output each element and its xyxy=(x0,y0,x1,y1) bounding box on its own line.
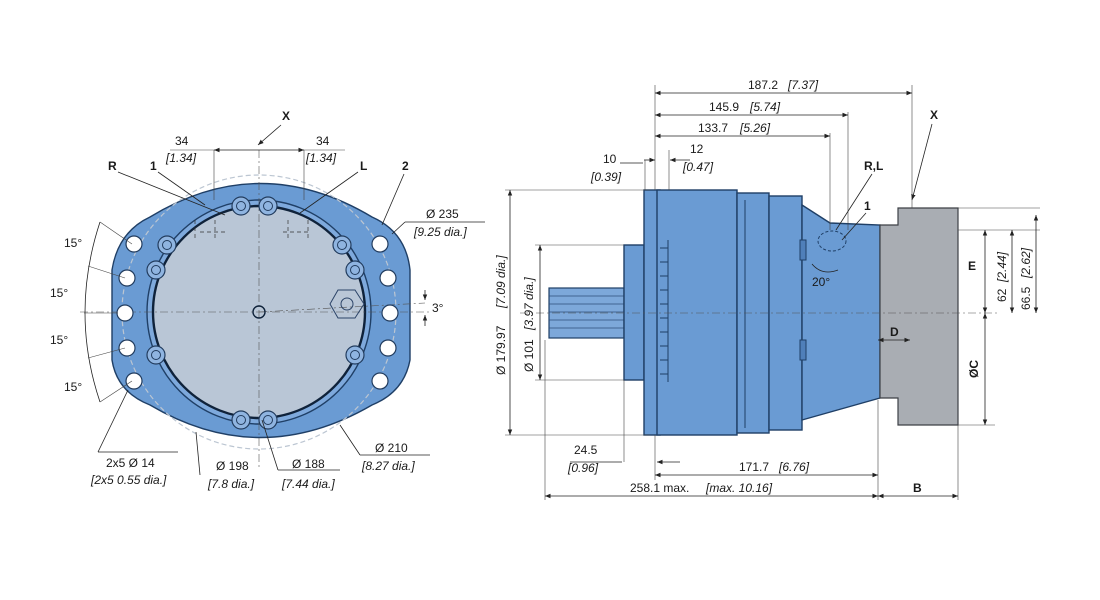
dim-34-right: 34 xyxy=(316,134,330,148)
bolt xyxy=(258,196,278,216)
tilt-angle-label: 3° xyxy=(432,301,444,315)
angle-arc xyxy=(84,221,101,403)
pilot-boss xyxy=(623,244,645,381)
dia-235-label: Ø 235 xyxy=(426,207,459,221)
port-hex xyxy=(329,289,365,319)
mounting-hole xyxy=(371,372,389,390)
inner-bolts xyxy=(146,196,365,430)
dim-66-inch: [2.62] xyxy=(1019,247,1033,279)
center-mark xyxy=(252,305,266,319)
dia-198-label: Ø 198 xyxy=(216,459,249,473)
dim-12-label: 12 xyxy=(690,142,704,156)
dim-145-inch: [5.74] xyxy=(749,100,781,114)
dim-10-inch: [0.39] xyxy=(590,170,622,184)
bolt xyxy=(231,410,251,430)
dim-66-label: 66.5 xyxy=(1019,286,1033,310)
dim-187-inch: [7.37] xyxy=(787,78,819,92)
mounting-holes xyxy=(116,235,399,390)
mounting-hole xyxy=(116,304,134,322)
output-block xyxy=(879,207,959,426)
mounting-hole xyxy=(379,339,397,357)
callout-rl: R,L xyxy=(864,159,883,173)
angle-20: 20° xyxy=(812,275,830,289)
dia-210-label: Ø 210 xyxy=(375,441,408,455)
bolt xyxy=(157,235,177,255)
dim-34-right-inch: [1.34] xyxy=(305,151,337,165)
dia-188-label: Ø 188 xyxy=(292,457,325,471)
mounting-hole xyxy=(118,269,136,287)
angle-label-3: 15° xyxy=(50,333,68,347)
bolt xyxy=(146,260,166,280)
dim-10-label: 10 xyxy=(603,152,617,166)
top-ports-hidden xyxy=(194,220,310,238)
spline-lines xyxy=(549,295,624,329)
dim-c-label: ØC xyxy=(967,360,981,378)
angle-label-1: 15° xyxy=(64,236,82,250)
dim-187-label: 187.2 xyxy=(748,78,778,92)
mounting-hole xyxy=(125,235,143,253)
callout-1-side: 1 xyxy=(864,199,871,213)
dim-145-label: 145.9 xyxy=(709,100,739,114)
housing-taper xyxy=(801,203,881,421)
dim-258-label: 258.1 max. xyxy=(630,481,689,495)
dia-101-label: Ø 101 xyxy=(522,339,536,372)
dim-e-label: E xyxy=(968,259,976,273)
angle-label-2: 15° xyxy=(50,286,68,300)
dim-258-inch: [max. 10.16] xyxy=(705,481,773,495)
dia-198-inch: [7.8 dia.] xyxy=(207,477,255,491)
dim-171-label: 171.7 xyxy=(739,460,769,474)
dim-133-inch: [5.26] xyxy=(739,121,771,135)
dia-235-inch: [9.25 dia.] xyxy=(413,225,467,239)
bolt xyxy=(231,196,251,216)
dim-24-inch: [0.96] xyxy=(567,461,599,475)
side-view: 187.2 [7.37] 145.9 [5.74] 133.7 [5.26] 1… xyxy=(494,78,1040,500)
dim-b-label: B xyxy=(913,481,922,495)
dim-12-inch: [0.47] xyxy=(682,160,714,174)
dia-188-inch: [7.44 dia.] xyxy=(281,477,335,491)
port-ellipse xyxy=(817,230,847,252)
bolt xyxy=(146,345,166,365)
mounting-hole xyxy=(118,339,136,357)
mounting-hole xyxy=(379,269,397,287)
mounting-hole xyxy=(371,235,389,253)
dia-210-inch: [8.27 dia.] xyxy=(361,459,415,473)
side-tab xyxy=(799,339,807,361)
dim-34-left: 34 xyxy=(175,134,189,148)
bolt xyxy=(258,410,278,430)
dim-62-inch: [2.44] xyxy=(995,251,1009,283)
holes-inch: [2x5 0.55 dia.] xyxy=(90,473,167,487)
holes-label: 2x5 Ø 14 xyxy=(106,456,155,470)
port-circle xyxy=(340,297,354,311)
callout-x-front: X xyxy=(282,109,290,123)
mounting-hole xyxy=(381,304,399,322)
front-view: 15° 15° 15° 15° 34 [1.34] 34 [1.34] X R … xyxy=(50,109,485,491)
dia-179-label: Ø 179.97 xyxy=(494,325,508,375)
housing-main xyxy=(656,189,738,436)
dim-d-label: D xyxy=(890,325,899,339)
callout-1-front: 1 xyxy=(150,159,157,173)
bolt xyxy=(345,260,365,280)
bolt-markings xyxy=(660,247,668,375)
callout-x-side: X xyxy=(930,108,938,122)
dia-101-inch: [3.97 dia.] xyxy=(522,277,536,331)
mounting-hole xyxy=(125,372,143,390)
dim-34-left-inch: [1.34] xyxy=(165,151,197,165)
dim-171-inch: [6.76] xyxy=(778,460,810,474)
callout-r: R xyxy=(108,159,117,173)
dim-133-label: 133.7 xyxy=(698,121,728,135)
bolt xyxy=(345,345,365,365)
bolt xyxy=(332,235,352,255)
angle-label-4: 15° xyxy=(64,380,82,394)
callout-2: 2 xyxy=(402,159,409,173)
side-tab xyxy=(799,239,807,261)
dim-24-label: 24.5 xyxy=(574,443,598,457)
dia-179-inch: [7.09 dia.] xyxy=(494,255,508,309)
callout-l: L xyxy=(360,159,367,173)
dim-62-label: 62 xyxy=(995,288,1009,302)
